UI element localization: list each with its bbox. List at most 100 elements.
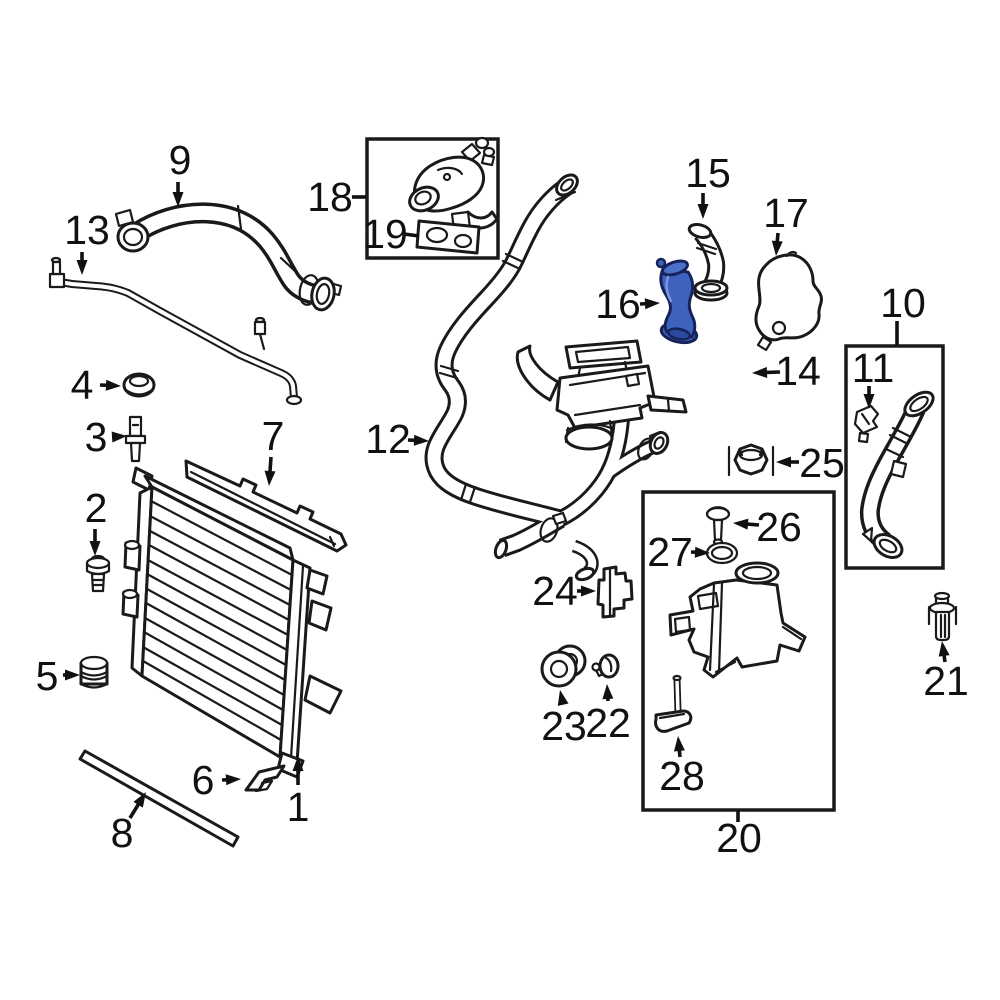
- part-1-radiator: [121, 466, 343, 779]
- callout-1-label[interactable]: 1: [287, 784, 310, 830]
- callout-14[interactable]: 14: [752, 348, 821, 394]
- callout-16[interactable]: 16: [595, 281, 660, 327]
- callout-6-label[interactable]: 6: [192, 757, 215, 803]
- part-3-pin: [124, 415, 147, 463]
- callout-23-leader-line: [560, 700, 565, 705]
- callout-23[interactable]: 23: [541, 690, 587, 749]
- callout-15[interactable]: 15: [685, 150, 731, 219]
- callout-10[interactable]: 10: [880, 280, 926, 345]
- part-23-grommet: [540, 644, 587, 688]
- callout-17[interactable]: 17: [763, 190, 809, 256]
- callout-27[interactable]: 27: [647, 529, 710, 575]
- callout-22-label[interactable]: 22: [585, 700, 631, 746]
- callout-21[interactable]: 21: [923, 641, 969, 704]
- callout-13-label[interactable]: 13: [64, 207, 110, 253]
- callout-5-label[interactable]: 5: [36, 653, 59, 699]
- callout-27-label[interactable]: 27: [647, 529, 693, 575]
- part-2-bolt: [85, 554, 111, 593]
- callout-5[interactable]: 5: [36, 653, 80, 699]
- callout-17-leader-line: [775, 232, 780, 246]
- callout-14-leader-line: [762, 370, 781, 375]
- callout-2-arrowhead-icon: [89, 541, 101, 556]
- callout-20-label[interactable]: 20: [716, 815, 762, 861]
- callout-9-label[interactable]: 9: [169, 137, 192, 183]
- callout-11-label[interactable]: 11: [852, 345, 895, 391]
- callout-3[interactable]: 3: [85, 414, 127, 460]
- callout-1-arrowhead-icon: [292, 756, 304, 771]
- part-19-gasket: [415, 219, 481, 255]
- callout-8[interactable]: 8: [111, 792, 146, 856]
- callout-28[interactable]: 28: [659, 736, 705, 799]
- callout-10-label[interactable]: 10: [880, 280, 926, 326]
- callout-1[interactable]: 1: [287, 756, 310, 830]
- callout-21-leader-line: [941, 651, 947, 663]
- callout-9[interactable]: 9: [169, 137, 192, 207]
- callout-25[interactable]: 25: [776, 440, 845, 486]
- callout-15-label[interactable]: 15: [685, 150, 731, 196]
- callout-28-leader-line: [677, 746, 682, 758]
- part-14-control-valve: [515, 339, 688, 451]
- callout-9-arrowhead-icon: [172, 192, 184, 207]
- part-24-bracket: [596, 565, 634, 619]
- callout-12[interactable]: 12: [365, 416, 429, 462]
- callout-8-leader-line: [128, 800, 142, 819]
- callout-24-label[interactable]: 24: [532, 568, 578, 614]
- part-26-bleed-screw: [705, 506, 731, 546]
- callout-13-arrowhead-icon: [76, 260, 88, 275]
- callout-8-arrowhead-icon: [133, 792, 146, 808]
- callout-11-arrowhead-icon: [863, 394, 875, 409]
- callout-23-arrowhead-icon: [557, 690, 569, 706]
- part-16-coolant-pipe-highlighted[interactable]: [655, 257, 699, 345]
- part-9-upper-hose: [114, 202, 343, 312]
- part-13-coolant-pipe: [48, 256, 303, 406]
- callout-4-label[interactable]: 4: [71, 362, 94, 408]
- part-21-push-pin: [927, 591, 958, 642]
- callout-14-arrowhead-icon: [752, 366, 768, 378]
- callout-14-label[interactable]: 14: [775, 348, 821, 394]
- callout-16-label[interactable]: 16: [595, 281, 641, 327]
- callout-26-leader-line: [743, 522, 760, 527]
- callout-7[interactable]: 7: [262, 413, 285, 486]
- callout-22-arrowhead-icon: [602, 684, 614, 700]
- callout-26[interactable]: 26: [733, 504, 802, 550]
- callout-12-label[interactable]: 12: [365, 416, 411, 462]
- callout-24[interactable]: 24: [532, 568, 596, 614]
- inset-box-10-11: [844, 344, 945, 570]
- callout-22[interactable]: 22: [585, 684, 631, 746]
- part-28-level-indicator: [654, 674, 693, 733]
- callout-21-arrowhead-icon: [938, 641, 950, 657]
- callout-18-label[interactable]: 18: [307, 174, 353, 220]
- callout-6[interactable]: 6: [192, 757, 241, 803]
- callout-3-label[interactable]: 3: [85, 414, 108, 460]
- callout-19-label[interactable]: 19: [362, 211, 408, 257]
- callout-4-arrowhead-icon: [105, 379, 121, 391]
- callout-7-leader-line: [267, 456, 273, 476]
- callout-19[interactable]: 19: [362, 211, 420, 257]
- callout-20[interactable]: 20: [716, 810, 762, 861]
- callout-11[interactable]: 11: [852, 345, 895, 409]
- callout-13[interactable]: 13: [64, 207, 110, 275]
- callout-4[interactable]: 4: [71, 362, 121, 408]
- part-25-hex-nut: [727, 443, 775, 477]
- callout-7-label[interactable]: 7: [262, 413, 285, 459]
- callout-17-arrowhead-icon: [771, 240, 783, 256]
- callout-8-label[interactable]: 8: [111, 810, 134, 856]
- part-4-grommet: [122, 372, 156, 398]
- callout-5-arrowhead-icon: [65, 669, 80, 681]
- part-11-sensor: [853, 404, 880, 444]
- part-5-bushing: [79, 655, 109, 689]
- callout-19-leader-line: [403, 232, 420, 238]
- callout-18[interactable]: 18: [307, 174, 366, 220]
- callout-21-label[interactable]: 21: [923, 658, 969, 704]
- part-6-mount-clip: [244, 764, 286, 793]
- callout-28-label[interactable]: 28: [659, 753, 705, 799]
- part-20-coolant-reservoir: [668, 561, 807, 679]
- callout-17-label[interactable]: 17: [763, 190, 809, 236]
- callout-2[interactable]: 2: [85, 485, 108, 556]
- callout-26-label[interactable]: 26: [756, 504, 802, 550]
- callout-2-label[interactable]: 2: [85, 485, 108, 531]
- callout-23-label[interactable]: 23: [541, 703, 587, 749]
- callout-25-label[interactable]: 25: [799, 440, 845, 486]
- callout-27-arrowhead-icon: [694, 546, 710, 558]
